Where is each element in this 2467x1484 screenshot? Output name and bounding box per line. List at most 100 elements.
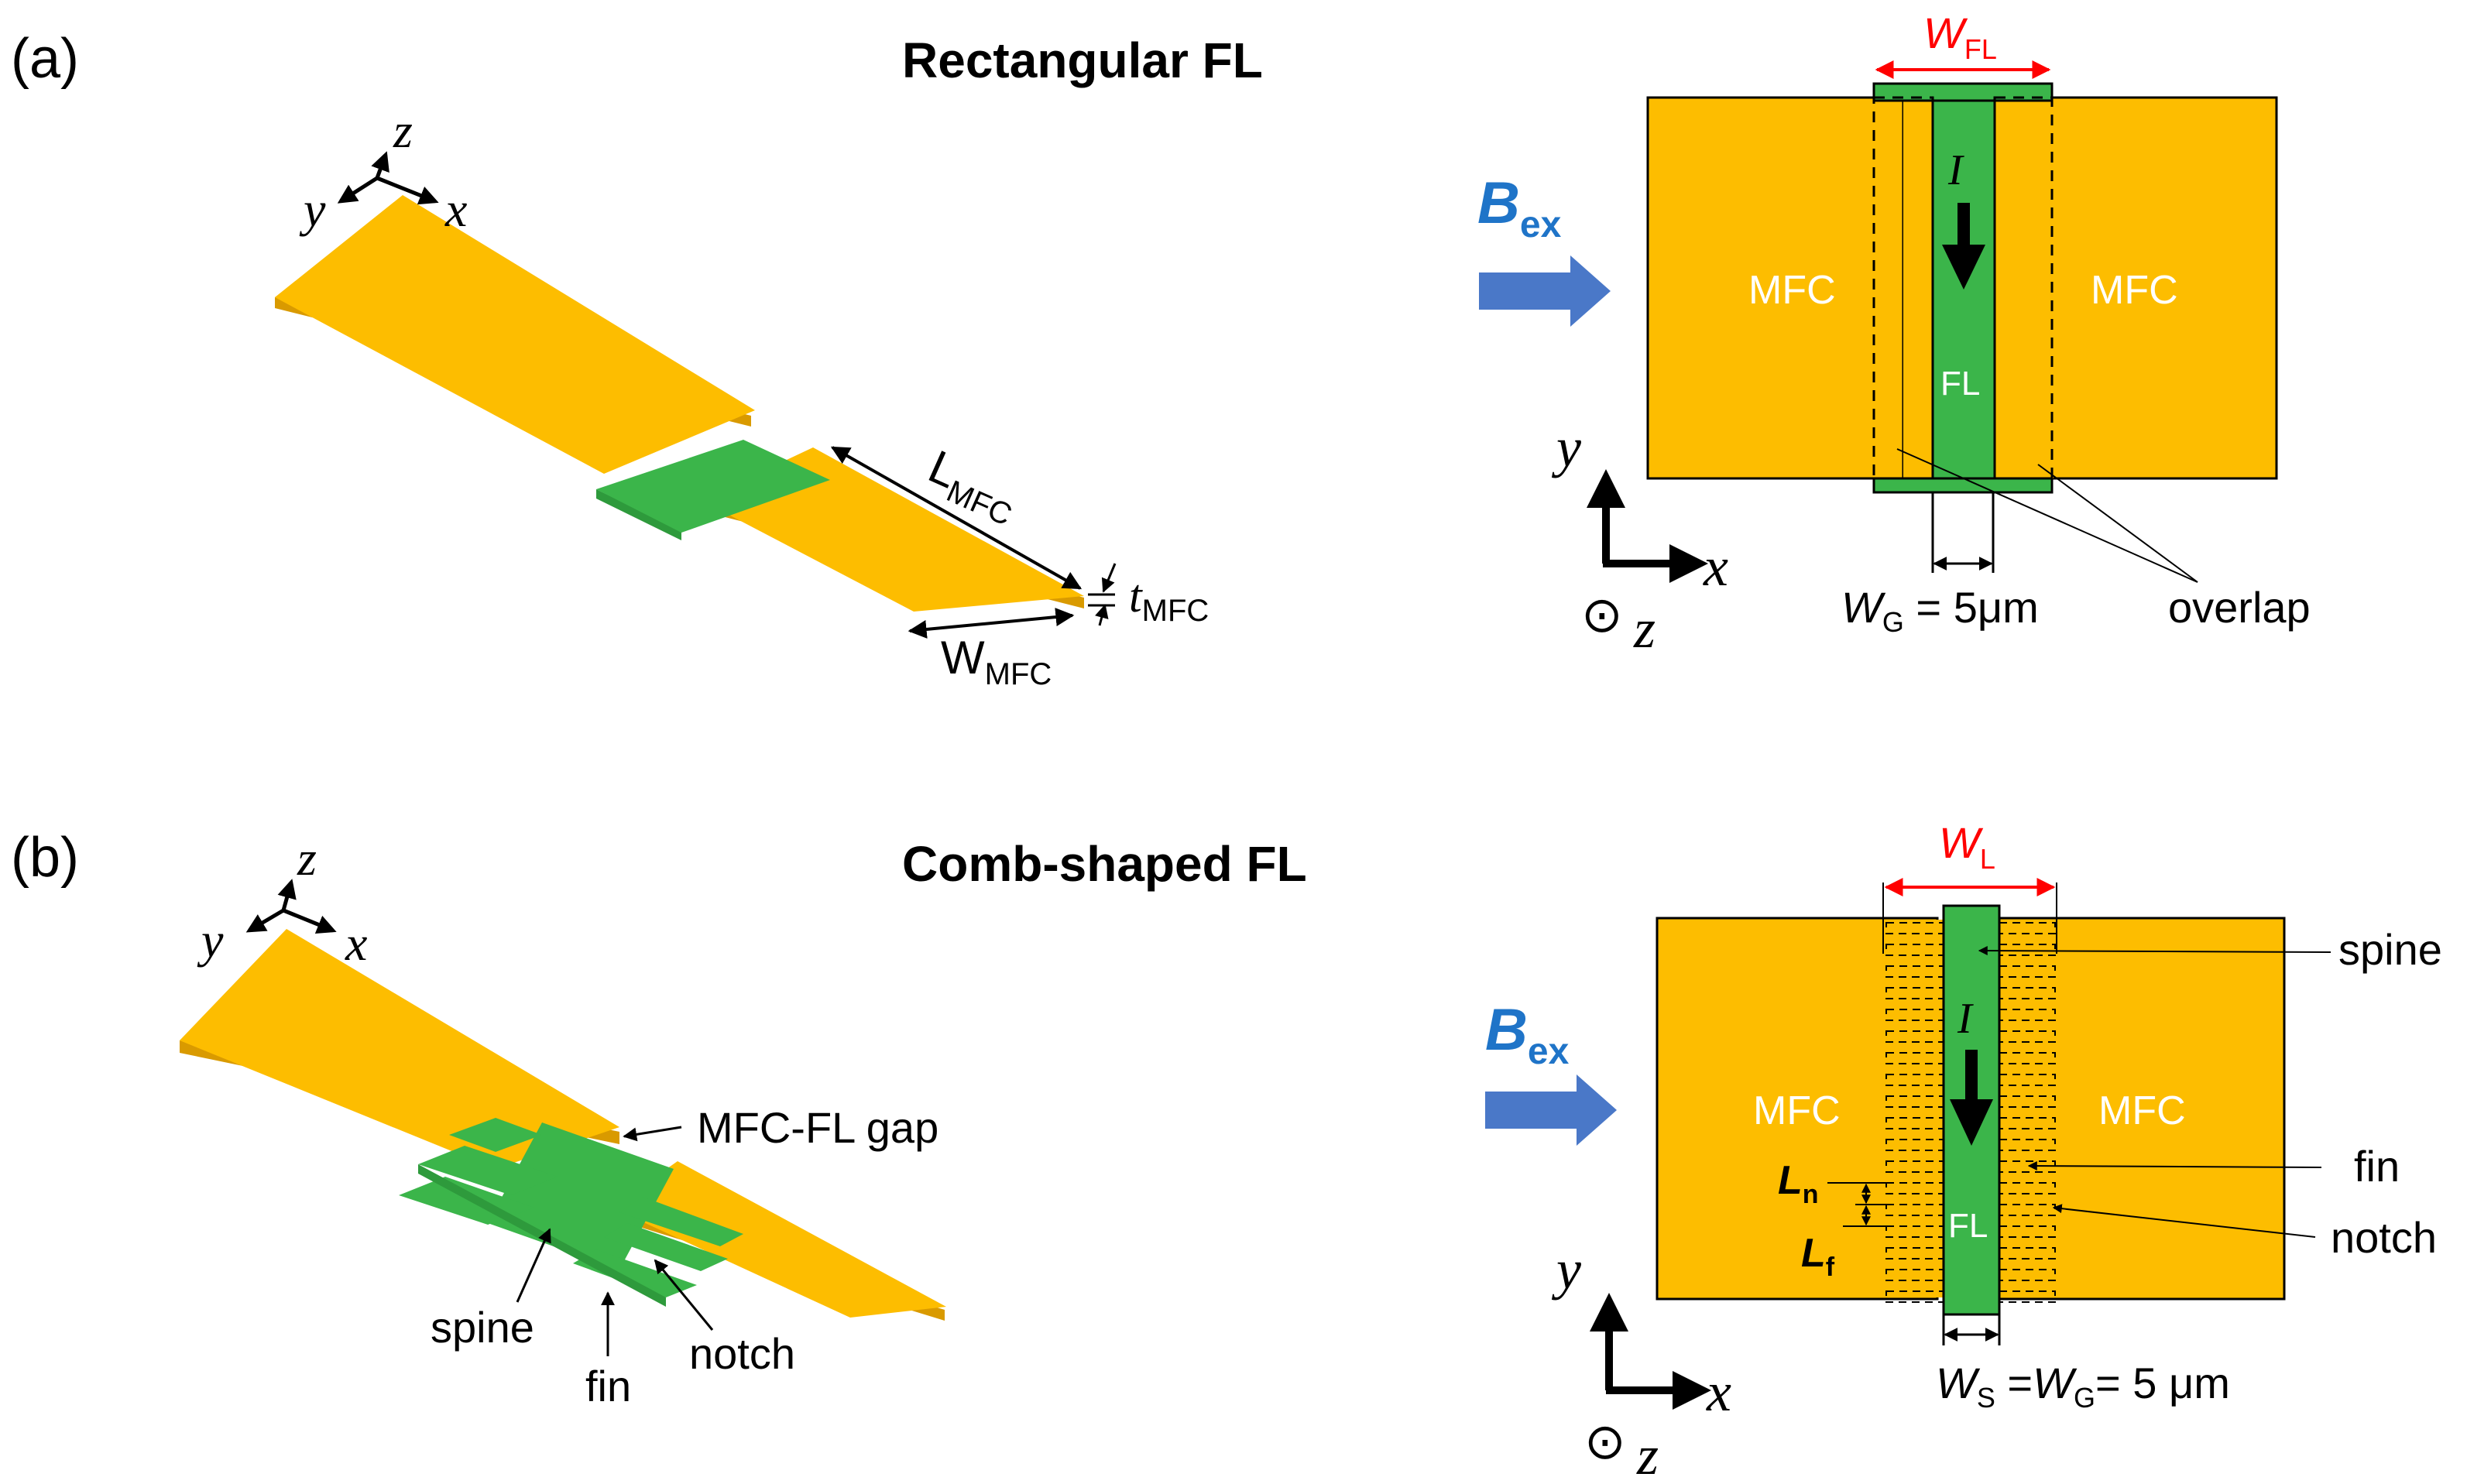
axis-2d-x-a: x — [1703, 536, 1728, 598]
overlap-left — [1872, 96, 1934, 480]
fin-outline-left — [1885, 922, 1944, 934]
fin-3d-4 — [619, 1197, 743, 1246]
axis-2d-z-a: z — [1633, 598, 1656, 660]
fin-outline-right — [1999, 1160, 2056, 1173]
spine-label-top: spine — [2338, 925, 2442, 974]
fl-rect-3d — [596, 440, 830, 533]
bex-label-a: Bex — [1477, 170, 1562, 245]
mfc-left-3d — [275, 195, 755, 474]
fin-outline-right — [1999, 1052, 2056, 1064]
fin-3d-6 — [573, 1249, 697, 1297]
dim-t-arrow-top — [1101, 563, 1117, 593]
dim-W-label: WMFC — [941, 632, 1052, 691]
overlap-pointer-1 — [1896, 448, 2198, 583]
fin-3d-2 — [418, 1146, 558, 1195]
mfc-right-top-b — [1993, 917, 2286, 1301]
fin-outline-left — [1885, 1160, 1944, 1173]
fin-outline-left — [1885, 987, 1944, 999]
fin-outline-left — [1885, 1052, 1944, 1064]
fin-outline-left — [1885, 944, 1944, 956]
fin-label-top: fin — [2354, 1142, 2400, 1191]
wg-label-a: WG = 5μm — [1841, 583, 2039, 638]
current-arrow-b — [1950, 1050, 1993, 1146]
dim-t-arrow-bottom — [1095, 604, 1109, 626]
bex-arrow-a — [1479, 255, 1611, 327]
fl-comb-3d — [399, 1118, 743, 1307]
axis-2d-zsym-a: ⊙ — [1581, 587, 1623, 643]
dim-W-line — [908, 608, 1075, 639]
mfc-center-gap-right — [1995, 101, 2054, 478]
axis-2d-y-b: y — [1551, 1239, 1581, 1301]
panel-a-top-view: MFC MFC FL I WFL Bex WG = 5μm overlap — [1477, 9, 2311, 660]
fin-outlines — [1885, 922, 2056, 1303]
current-label-b: I — [1957, 995, 1974, 1043]
mfc-right-label-a: MFC — [2091, 268, 2178, 313]
fin-outline-left — [1885, 1074, 1944, 1086]
fl-label-a: FL — [1940, 365, 1980, 403]
axis-3d-y-a: y — [299, 182, 326, 237]
mfc-left-top-b — [1656, 917, 1939, 1301]
fin-outline-right — [1999, 987, 2056, 999]
current-label-a: I — [1947, 146, 1964, 194]
fin-outline-right — [1999, 1030, 2056, 1043]
fin-outline-right — [1999, 1095, 2056, 1108]
axes-3d-b: z x y — [197, 831, 367, 971]
panel-a-3d-model: z x y LMFC WMFC tMFC — [275, 103, 1209, 691]
panel-b-title: Comb-shaped FL — [902, 836, 1307, 892]
fin-outline-right — [1999, 965, 2056, 978]
bex-label-b: Bex — [1485, 997, 1570, 1072]
current-arrow-a — [1942, 203, 1985, 290]
axis-3d-x-b: x — [345, 916, 367, 971]
notch-label-3d: notch — [689, 1329, 795, 1378]
fin-outline-right — [1999, 1290, 2056, 1303]
fin-label-3d: fin — [585, 1362, 631, 1410]
panel-b-3d-model: z x y MFC-FL gap spine fin notch — [180, 831, 946, 1410]
dim-L-line — [830, 446, 1083, 590]
wfl-label: WFL — [1923, 9, 1997, 65]
spine-pointer-top — [1978, 946, 2331, 956]
panel-a-title: Rectangular FL — [902, 33, 1263, 88]
fin-outline-right — [1999, 1117, 2056, 1129]
mfc-left-3d-b — [180, 929, 619, 1169]
spine-label-3d: spine — [431, 1303, 534, 1352]
fin-outline-left — [1885, 1095, 1944, 1108]
fin-outline-right — [1999, 944, 2056, 956]
notch-label-top: notch — [2331, 1213, 2437, 1262]
fin-outline-right — [1999, 1139, 2056, 1151]
fin-outline-right — [1999, 1204, 2056, 1216]
notch-pointer-top — [2052, 1204, 2316, 1238]
fin-outline-left — [1885, 1269, 1944, 1281]
axis-2d-z-b: z — [1636, 1424, 1659, 1484]
fin-outline-right — [1999, 1269, 2056, 1281]
lf-label: Lf — [1801, 1231, 1835, 1282]
bex-arrow-b — [1485, 1074, 1617, 1146]
fin-outline-left — [1885, 1030, 1944, 1043]
panel-a: (a) Rectangular FL z x y LMF — [11, 9, 2311, 691]
ln-label: Ln — [1778, 1158, 1819, 1209]
axis-2d-x-b: x — [1706, 1361, 1731, 1423]
axis-3d-z-a: z — [393, 103, 413, 158]
overlap-right — [1993, 96, 2054, 480]
fin-outline-left — [1885, 1139, 1944, 1151]
axis-2d-zsym-b: ⊙ — [1584, 1414, 1626, 1469]
fin-outline-right — [1999, 1225, 2056, 1238]
mfc-left-top — [1646, 96, 1905, 480]
wl-label: WL — [1939, 818, 1995, 875]
gap-label: MFC-FL gap — [697, 1103, 938, 1152]
axes-3d-a: z x y — [299, 103, 467, 237]
mfc-left-label-a: MFC — [1748, 268, 1836, 313]
gap-pointer — [623, 1126, 682, 1142]
fin-outline-right — [1999, 1182, 2056, 1194]
axis-3d-z-b: z — [297, 831, 317, 886]
fin-outline-left — [1885, 1182, 1944, 1194]
axis-2d-y-a: y — [1551, 416, 1581, 478]
fin-outline-right — [1999, 1247, 2056, 1260]
dim-t-label: tMFC — [1129, 571, 1209, 628]
fin-outline-right — [1999, 922, 2056, 934]
mfc-right-label-b: MFC — [2098, 1088, 2186, 1133]
mfc-right-3d-b — [612, 1161, 946, 1318]
overlap-pointer-2 — [2037, 464, 2198, 583]
fin-outline-left — [1885, 965, 1944, 978]
axes-2d-a: y x ⊙ z — [1551, 416, 1728, 660]
